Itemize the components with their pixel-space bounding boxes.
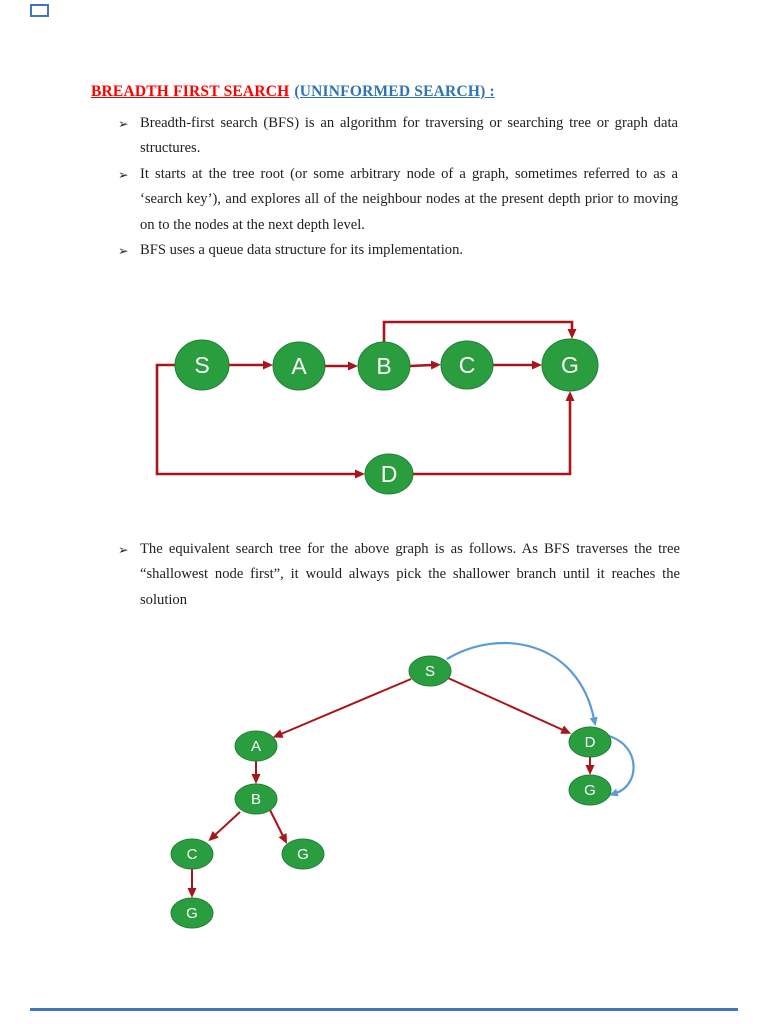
tree-node-b: B	[234, 783, 278, 815]
svg-text:G: G	[186, 905, 198, 922]
tree-node-g-under-b: G	[281, 838, 325, 870]
previous-page-border-fragment	[30, 4, 49, 17]
graph-node-c: C	[440, 340, 494, 390]
edge-s-d	[155, 363, 365, 479]
svg-text:S: S	[194, 352, 209, 378]
bullet-text: The equivalent search tree for the above…	[140, 541, 680, 608]
graph-node-s: S	[174, 339, 230, 391]
bullet-item: ➢ Breadth-first search (BFS) is an algor…	[118, 111, 678, 162]
bullet-text: Breadth-first search (BFS) is an algorit…	[140, 115, 678, 157]
bullet-item: ➢ The equivalent search tree for the abo…	[118, 537, 680, 613]
edge-b-g-top	[382, 320, 577, 342]
bfs-search-tree-diagram: S A D B G C G G	[170, 641, 635, 929]
svg-text:G: G	[297, 846, 309, 863]
svg-text:C: C	[459, 352, 476, 378]
traversal-curve-s-d	[446, 641, 598, 727]
title-blue-part: (UNINFORMED SEARCH) :	[294, 83, 495, 100]
bullet-text: BFS uses a queue data structure for its …	[140, 242, 464, 259]
svg-text:A: A	[291, 353, 307, 379]
tree-edge-b-c	[208, 811, 241, 842]
graph-node-b: B	[357, 341, 411, 391]
bullet-text: It starts at the tree root (or some arbi…	[140, 165, 678, 233]
arrowhead-bullet-icon: ➢	[118, 116, 129, 131]
title-red-part: BREADTH FIRST SEARCH	[91, 83, 290, 100]
arrowhead-bullet-icon: ➢	[118, 542, 129, 557]
svg-text:S: S	[425, 663, 435, 680]
tree-edge-s-d	[447, 677, 572, 734]
tree-intro-bullet: ➢ The equivalent search tree for the abo…	[118, 537, 680, 613]
svg-text:B: B	[251, 791, 261, 808]
bullet-list: ➢ Breadth-first search (BFS) is an algor…	[118, 111, 678, 263]
svg-text:B: B	[376, 353, 391, 379]
graph-node-a: A	[272, 341, 326, 391]
svg-text:G: G	[584, 782, 596, 799]
bullet-item: ➢ BFS uses a queue data structure for it…	[118, 238, 678, 263]
svg-text:G: G	[561, 352, 579, 378]
svg-text:C: C	[187, 846, 198, 863]
svg-text:D: D	[381, 461, 398, 487]
tree-node-s: S	[408, 655, 452, 687]
bullet-item: ➢ It starts at the tree root (or some ar…	[118, 162, 678, 238]
arrowhead-bullet-icon: ➢	[118, 166, 129, 182]
tree-edge-b-g	[269, 809, 288, 845]
tree-node-g-under-d: G	[568, 774, 612, 806]
tree-node-a: A	[234, 730, 278, 762]
edge-b-c	[409, 360, 441, 370]
traversal-curve-d-g	[608, 734, 635, 797]
graph-node-g: G	[541, 338, 599, 392]
svg-text:D: D	[585, 734, 596, 751]
svg-text:A: A	[251, 738, 261, 755]
bfs-graph-diagram: S A B C G D	[155, 320, 599, 495]
next-page-border-fragment	[30, 1008, 738, 1011]
edge-d-g	[413, 391, 575, 476]
tree-node-c: C	[170, 838, 214, 870]
page-title: BREADTH FIRST SEARCH(UNINFORMED SEARCH) …	[91, 83, 495, 101]
graph-node-d: D	[364, 453, 414, 495]
arrowhead-bullet-icon: ➢	[118, 243, 129, 259]
tree-edge-s-a	[272, 678, 412, 738]
tree-node-d: D	[568, 726, 612, 758]
tree-node-g-under-c: G	[170, 897, 214, 929]
